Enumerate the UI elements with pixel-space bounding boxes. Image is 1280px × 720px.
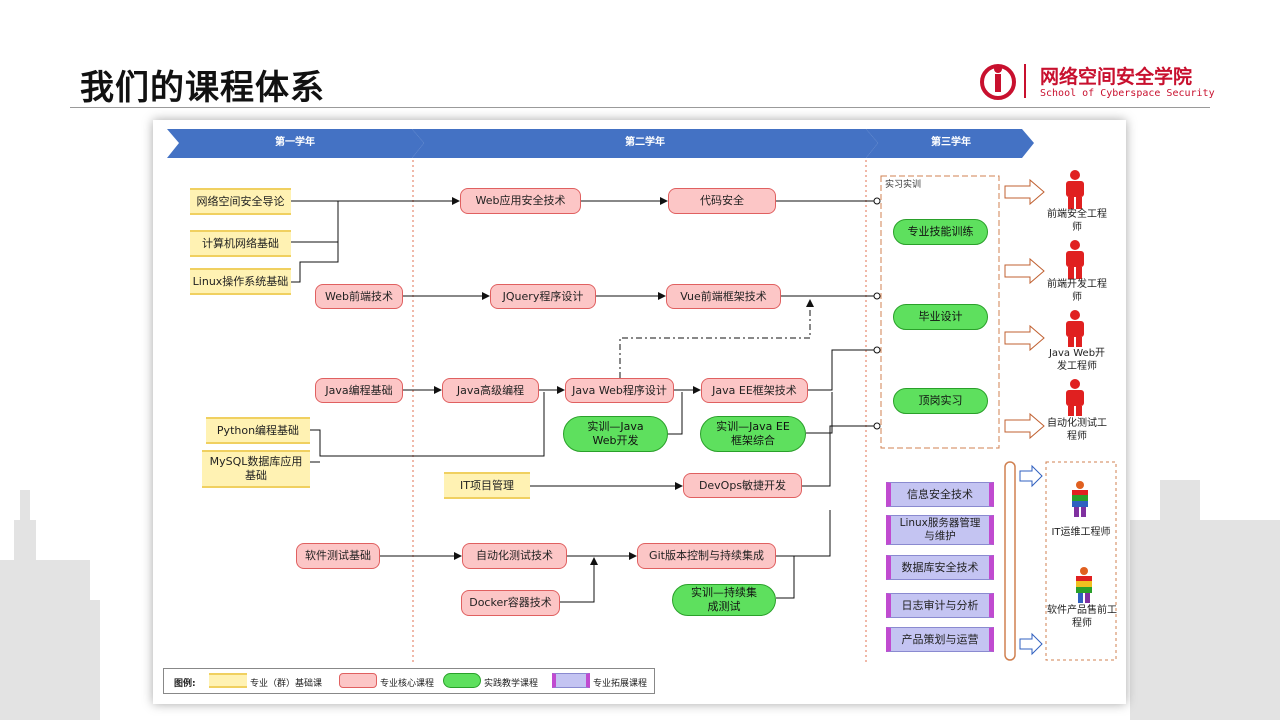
course-git-ci: Git版本控制与持续集成: [637, 543, 776, 569]
course-auto-test: 自动化测试技术: [462, 543, 567, 569]
page-title: 我们的课程体系: [80, 68, 325, 108]
year-label-1: 第一学年: [275, 136, 315, 148]
school-name-en: School of Cyberspace Security: [1040, 88, 1215, 99]
course-security-intro: 网络空间安全导论: [190, 188, 291, 215]
course-sw-test: 软件测试基础: [296, 543, 380, 569]
practice-java-ee: 实训—Java EE框架综合: [700, 416, 806, 452]
course-java-web: Java Web程序设计: [565, 378, 674, 403]
course-network: 计算机网络基础: [190, 230, 291, 257]
role-arrow-6: [1019, 632, 1043, 656]
practice-ci-test: 实训—持续集成测试: [672, 584, 776, 616]
ext-course-1: 信息安全技术: [886, 482, 994, 507]
course-java-adv: Java高级编程: [442, 378, 539, 403]
role-arrow-1: [1004, 178, 1045, 206]
practice-skills: 专业技能训练: [893, 219, 988, 245]
person-icon-2: [1066, 240, 1084, 279]
role-label-5: IT运维工程师: [1051, 526, 1111, 538]
year-label-3: 第三学年: [931, 136, 971, 148]
person-icon-3: [1066, 310, 1084, 347]
course-docker: Docker容器技术: [461, 590, 560, 616]
legend-swatch-base: [209, 673, 247, 688]
ext-course-2: Linux服务器管理与维护: [886, 515, 994, 545]
course-linux: Linux操作系统基础: [190, 268, 291, 295]
school-logo-icon: [980, 64, 1016, 100]
practice-internship: 顶岗实习: [893, 388, 988, 414]
year-label-2: 第二学年: [625, 136, 665, 148]
internship-frame: [880, 175, 1000, 449]
course-python: Python编程基础: [206, 417, 310, 444]
year-arrow-3: [866, 129, 1034, 158]
year-arrow-2: [412, 129, 878, 158]
logo-separator: [1024, 64, 1026, 98]
role-label-4: 自动化测试工程师: [1047, 418, 1107, 442]
ext-course-3: 数据库安全技术: [886, 555, 994, 580]
person-icon-6: [1076, 567, 1092, 603]
course-java-ee: Java EE框架技术: [701, 378, 808, 403]
role-arrow-5: [1019, 464, 1043, 488]
legend-swatch-practice: [443, 673, 481, 688]
role-label-1: 前端安全工程师: [1047, 209, 1107, 233]
legend-swatch-core: [339, 673, 377, 688]
role-label-2: 前端开发工程师: [1047, 279, 1107, 303]
course-code-sec: 代码安全: [668, 188, 776, 214]
course-web-frontend: Web前端技术: [315, 284, 403, 309]
ext-course-5: 产品策划与运营: [886, 627, 994, 652]
legend-label-base: 专业（群）基础课: [250, 679, 323, 689]
legend: 图例: 专业（群）基础课 专业核心课程 实践教学课程 专业拓展课程: [163, 668, 655, 694]
course-jquery: JQuery程序设计: [490, 284, 596, 309]
ext-course-4: 日志审计与分析: [886, 593, 994, 618]
legend-title: 图例:: [174, 679, 196, 689]
course-it-pm: IT项目管理: [444, 472, 530, 499]
role-label-3: Java Web开发工程师: [1048, 348, 1106, 372]
legend-label-practice: 实践教学课程: [484, 679, 539, 689]
course-devops: DevOps敏捷开发: [683, 473, 802, 498]
legend-label-ext: 专业拓展课程: [593, 679, 648, 689]
course-java-basic: Java编程基础: [315, 378, 403, 403]
role-arrow-4: [1004, 412, 1045, 440]
extension-bracket: [1004, 461, 1016, 661]
person-icon-4: [1066, 379, 1084, 416]
person-icon-1: [1066, 170, 1084, 209]
legend-swatch-ext: [552, 673, 590, 688]
course-mysql: MySQL数据库应用基础: [202, 450, 310, 488]
course-vue: Vue前端框架技术: [666, 284, 781, 309]
role-arrow-2: [1004, 257, 1045, 285]
practice-java-web: 实训—Java Web开发: [563, 416, 668, 452]
practice-thesis: 毕业设计: [893, 304, 988, 330]
internship-label: 实习实训: [885, 180, 922, 191]
course-web-app-sec: Web应用安全技术: [460, 188, 581, 214]
person-icon-5: [1072, 481, 1088, 517]
year-arrow-1: [167, 129, 424, 158]
role-arrow-3: [1004, 324, 1045, 352]
title-divider: [70, 107, 1210, 108]
school-name-cn: 网络空间安全学院: [1040, 66, 1193, 88]
role-label-6: 软件产品售前工程师: [1047, 605, 1117, 629]
roles-frame: [1045, 461, 1117, 661]
legend-label-core: 专业核心课程: [380, 679, 435, 689]
